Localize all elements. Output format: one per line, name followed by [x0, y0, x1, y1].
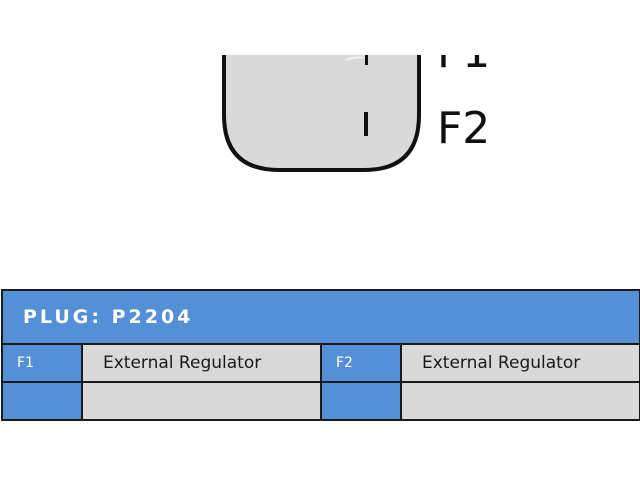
terminal-slot-f1 [365, 55, 368, 65]
housing-highlight [345, 56, 365, 61]
pin-label-f2: F2 [437, 103, 490, 154]
pin-description-cell [399, 381, 640, 421]
pin-description-cell [81, 381, 322, 421]
plug-title: PLUG: P2204 [0, 289, 640, 345]
plug-pin-table: PLUG: P2204 F1 External Regulator F2 Ext… [0, 289, 640, 421]
connector-drawing: F1 F2 [0, 0, 640, 172]
connector-housing [222, 55, 421, 172]
pin-number-cell: F1 [1, 343, 83, 383]
pin-number-cell: F2 [320, 343, 402, 383]
terminal-slot-f2 [364, 112, 368, 136]
pin-description-cell: External Regulator [399, 343, 640, 383]
pin-description-cell: External Regulator [81, 343, 322, 383]
pin-number-cell [320, 381, 402, 421]
table-row: F1 External Regulator F2 External Regula… [1, 343, 640, 383]
table-row [1, 381, 640, 421]
table-header-row: PLUG: P2204 [0, 289, 640, 345]
pin-number-cell [1, 381, 83, 421]
crop-mask [0, 0, 640, 55]
